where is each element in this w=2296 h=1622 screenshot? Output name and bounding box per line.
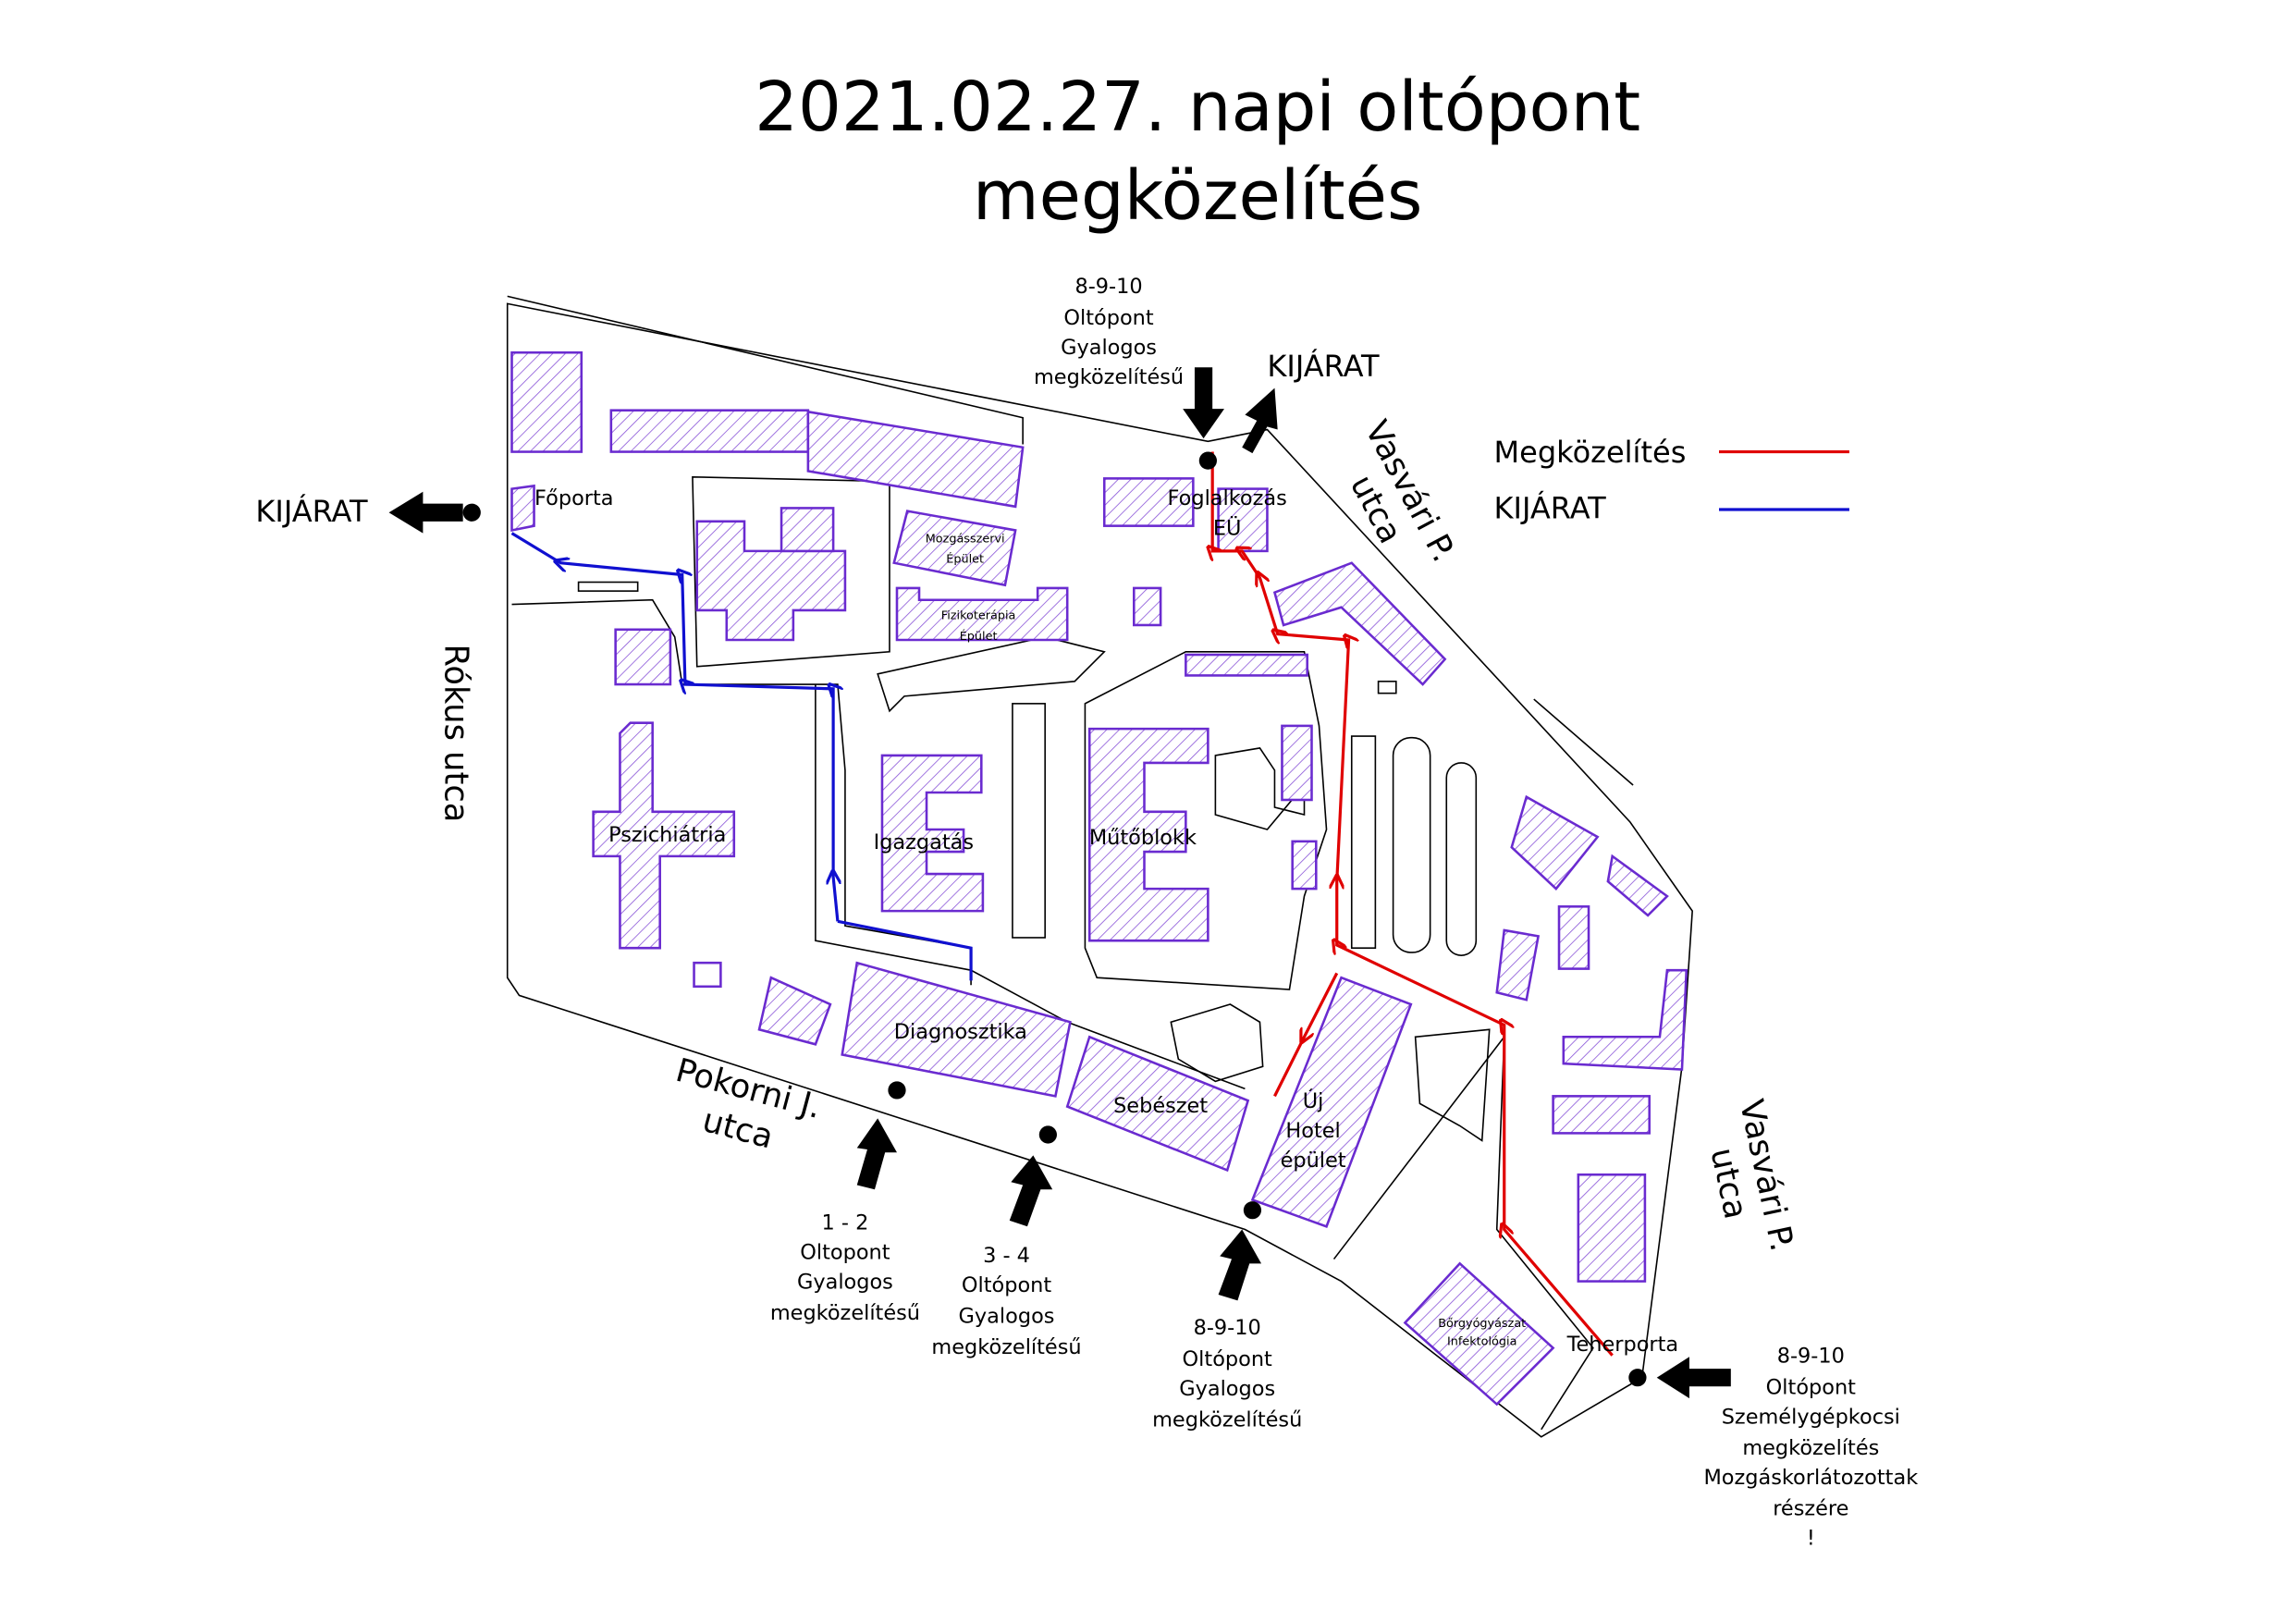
exit-label-left: KIJÁRAT bbox=[255, 494, 368, 529]
street-vasvari-bottom: Vasvári P. utca bbox=[1702, 1097, 1800, 1255]
building bbox=[614, 628, 672, 686]
label-foglalkozas-1: Foglalkozás bbox=[1168, 486, 1287, 510]
entrance-teherporta: 8-9-10 Oltópont Személygépkocsi megközel… bbox=[1628, 1345, 1918, 1551]
label-uj-hotel-1: Új bbox=[1303, 1087, 1324, 1113]
label-fizikoterapia-2: Épület bbox=[960, 629, 998, 644]
building bbox=[693, 961, 722, 989]
label-pszichiatria: Pszichiátria bbox=[608, 823, 726, 847]
entrance-arrow bbox=[1218, 1229, 1262, 1301]
entrance-teherporta-line: megközelítés bbox=[1742, 1436, 1879, 1460]
entrance-teherporta-line: 8-9-10 bbox=[1777, 1345, 1845, 1369]
entrance-point bbox=[888, 1081, 906, 1100]
entrance-3-4: 3 - 4 Oltópont Gyalogos megközelítésű bbox=[931, 1125, 1082, 1359]
entrance-1-2: 1 - 2 Oltopont Gyalogos megközelítésű bbox=[770, 1081, 920, 1325]
building bbox=[609, 409, 810, 453]
building bbox=[1185, 653, 1308, 677]
entrance-hotel-line: megközelítésű bbox=[1152, 1408, 1302, 1432]
entrance-1-2-line: megközelítésű bbox=[770, 1301, 920, 1325]
building bbox=[1133, 586, 1162, 627]
entrance-3-4-line: Oltópont bbox=[962, 1273, 1051, 1297]
building bbox=[1281, 724, 1313, 802]
legend: Megközelítés KIJÁRAT bbox=[1494, 435, 1849, 526]
building bbox=[780, 507, 835, 553]
building bbox=[1291, 840, 1318, 891]
exit-route bbox=[510, 532, 973, 981]
building bbox=[1510, 794, 1600, 891]
building-borgyogyaszat bbox=[1403, 1261, 1555, 1407]
legend-exit-label: KIJÁRAT bbox=[1494, 491, 1607, 526]
street-vasvari-top: Vasvári P. utca bbox=[1343, 414, 1463, 568]
entrance-arrow bbox=[1656, 1357, 1731, 1399]
entrance-top-line: Gyalogos bbox=[1061, 336, 1157, 360]
building bbox=[1577, 1173, 1647, 1283]
building bbox=[1552, 1095, 1651, 1135]
building-diagnosztika bbox=[841, 961, 1072, 1098]
label-uj-hotel-2: Hotel bbox=[1285, 1119, 1340, 1143]
approach-route bbox=[1212, 451, 1614, 1357]
entrance-3-4-line: megközelítésű bbox=[931, 1335, 1081, 1359]
building-mozgasszervi bbox=[892, 510, 1017, 587]
entrance-top: 8-9-10 Oltópont Gyalogos megközelítésű bbox=[1034, 275, 1224, 470]
building bbox=[1495, 928, 1541, 1001]
building bbox=[1606, 854, 1669, 917]
exit-point-left bbox=[462, 503, 481, 522]
entrance-point bbox=[1198, 451, 1217, 470]
label-foporta: Főporta bbox=[534, 486, 613, 510]
entrance-arrow bbox=[1183, 367, 1224, 439]
entrance-arrow bbox=[1009, 1155, 1053, 1227]
label-uj-hotel-3: épület bbox=[1281, 1149, 1346, 1173]
entrance-top-line: megközelítésű bbox=[1034, 365, 1184, 389]
street-rokus: Rókus utca bbox=[436, 645, 474, 823]
entrance-1-2-line: Oltopont bbox=[800, 1241, 890, 1265]
entrance-hotel: 8-9-10 Oltópont Gyalogos megközelítésű bbox=[1152, 1201, 1302, 1432]
building bbox=[757, 976, 832, 1046]
exit-arrow-left bbox=[388, 491, 463, 534]
label-fizikoterapia-1: Fizikoterápia bbox=[941, 609, 1016, 623]
label-foglalkozas-2: EÜ bbox=[1213, 514, 1242, 540]
entrance-point bbox=[1628, 1369, 1647, 1387]
entrance-teherporta-line: Mozgáskorlátozottak bbox=[1703, 1466, 1918, 1490]
exit-label-top: KIJÁRAT bbox=[1267, 349, 1380, 384]
entrance-1-2-line: Gyalogos bbox=[797, 1271, 893, 1295]
entrance-teherporta-line: részére bbox=[1773, 1497, 1848, 1521]
building-foporta bbox=[510, 484, 535, 533]
entrance-top-line: 8-9-10 bbox=[1074, 275, 1142, 299]
entrance-teherporta-line: Oltópont bbox=[1766, 1375, 1856, 1399]
label-mozgasszervi-2: Épület bbox=[946, 552, 984, 567]
entrance-point bbox=[1243, 1201, 1262, 1220]
entrance-teherporta-line: ! bbox=[1807, 1527, 1815, 1551]
exit-arrow-top bbox=[1242, 387, 1278, 454]
street-pokorni: Pokorni J. utca bbox=[671, 1051, 825, 1157]
label-teherporta: Teherporta bbox=[1566, 1333, 1679, 1357]
building-igazgatas bbox=[880, 754, 985, 913]
legend-approach-label: Megközelítés bbox=[1494, 435, 1687, 470]
entrance-arrow bbox=[856, 1118, 897, 1190]
label-mutoblokk: Műtőblokk bbox=[1089, 826, 1197, 850]
building-foglalkozas bbox=[1102, 477, 1195, 527]
label-sebeszet: Sebészet bbox=[1113, 1094, 1208, 1118]
entrance-teherporta-line: Személygépkocsi bbox=[1722, 1405, 1900, 1429]
building bbox=[1562, 968, 1688, 1071]
building bbox=[1217, 487, 1269, 553]
building-fizikoterapia bbox=[895, 586, 1069, 642]
entrance-point bbox=[1038, 1125, 1057, 1144]
map-title-line-2: megközelítés bbox=[973, 157, 1423, 236]
entrance-3-4-line: Gyalogos bbox=[959, 1304, 1055, 1328]
entrance-hotel-line: Gyalogos bbox=[1179, 1377, 1275, 1401]
label-mozgasszervi-1: Mozgásszervi bbox=[926, 532, 1005, 546]
building bbox=[510, 350, 583, 453]
map-title-line-1: 2021.02.27. napi oltópont bbox=[755, 68, 1640, 147]
label-borgyogyaszat-1: Bőrgyógyászat bbox=[1438, 1317, 1526, 1331]
label-borgyogyaszat-2: Infektológia bbox=[1447, 1334, 1516, 1348]
label-igazgatas: Igazgatás bbox=[874, 830, 974, 854]
entrance-hotel-line: 8-9-10 bbox=[1194, 1316, 1261, 1340]
building bbox=[806, 410, 1025, 509]
entrance-top-line: Oltópont bbox=[1063, 306, 1153, 330]
entrance-3-4-line: 3 - 4 bbox=[983, 1244, 1030, 1268]
building bbox=[1557, 905, 1590, 970]
entrance-1-2-line: 1 - 2 bbox=[822, 1211, 869, 1235]
entrance-hotel-line: Oltópont bbox=[1183, 1347, 1272, 1371]
label-diagnosztika: Diagnosztika bbox=[894, 1020, 1027, 1044]
